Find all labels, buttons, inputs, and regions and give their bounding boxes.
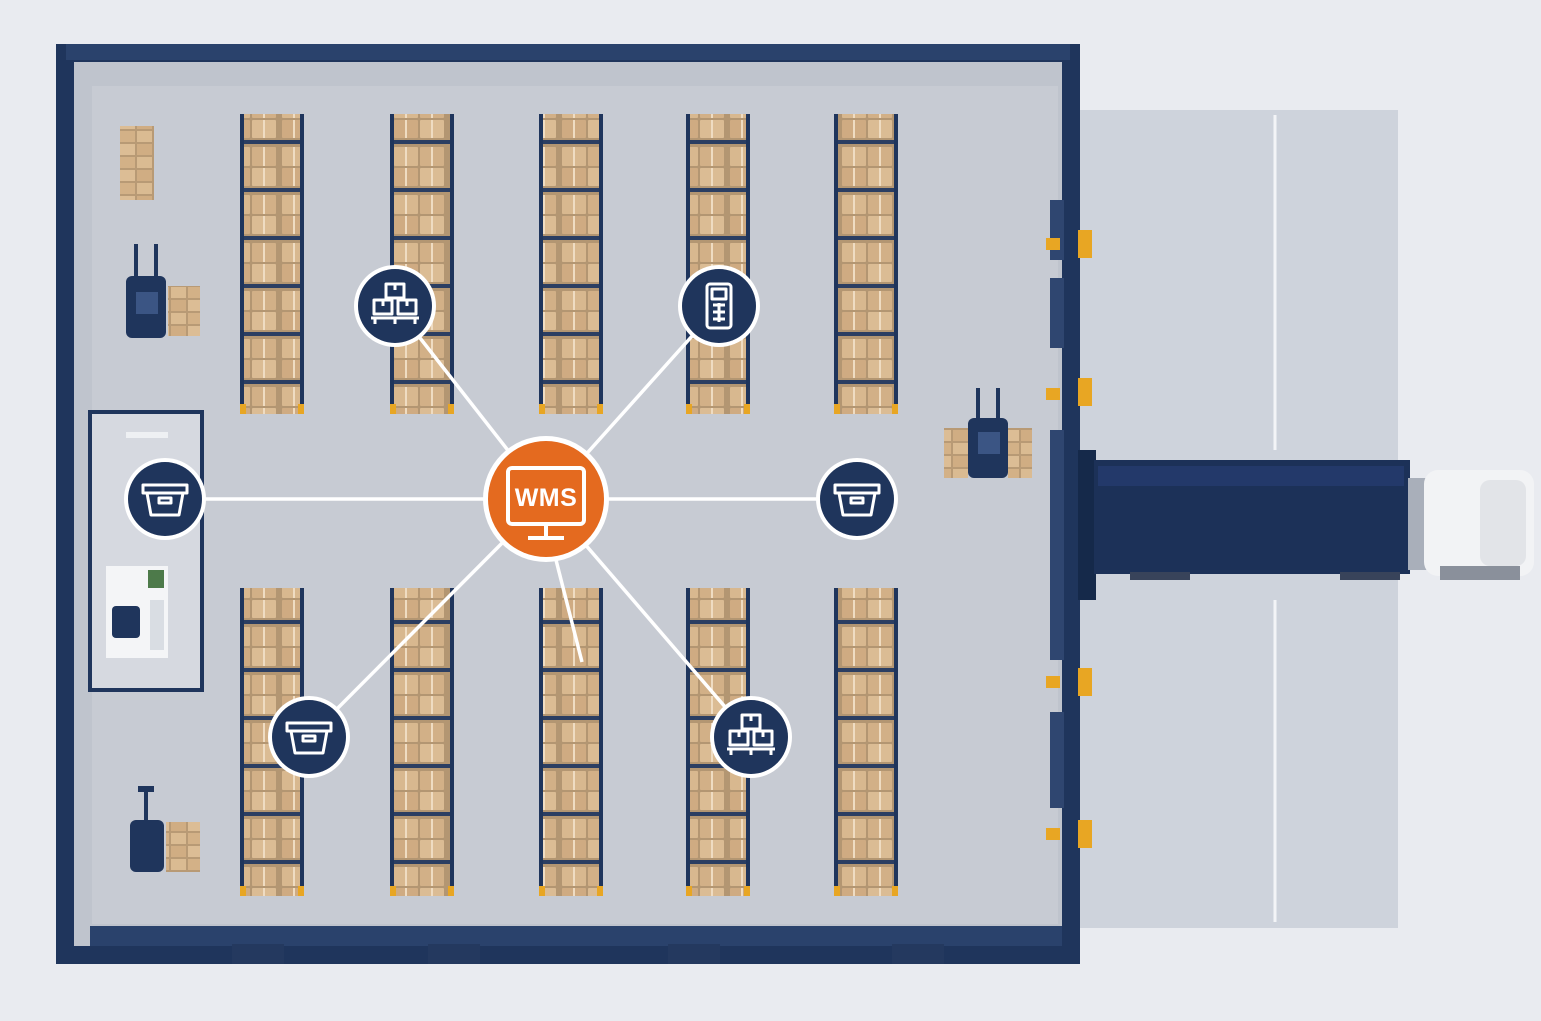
dock-doors <box>1046 200 1092 848</box>
wall-pillar <box>668 944 720 964</box>
hub-label: WMS <box>514 484 578 512</box>
pallet-boxes-icon <box>727 713 775 755</box>
forklift <box>944 388 1032 478</box>
wall-pillar <box>428 944 480 964</box>
handheld-node <box>678 265 760 347</box>
storage-rack <box>539 114 603 414</box>
office-room <box>88 410 204 692</box>
storage-rack <box>686 114 750 414</box>
storage-rack <box>390 588 454 896</box>
storage-rack <box>834 588 898 896</box>
storage-rack <box>539 588 603 896</box>
bin-node-left <box>124 458 206 540</box>
storage-bin-icon <box>285 721 333 755</box>
pallet-boxes-icon <box>371 282 419 324</box>
storage-bin-icon <box>141 483 189 517</box>
handheld-scanner-icon <box>705 282 733 330</box>
wms-hub <box>483 436 609 562</box>
storage-rack <box>834 114 898 414</box>
pallet-node-top <box>354 265 436 347</box>
monitor-icon <box>506 466 586 540</box>
pallet-node-bottom <box>710 696 792 778</box>
pallet-jack <box>130 786 200 872</box>
top-wall-cap <box>66 44 1070 60</box>
truck <box>1078 450 1534 600</box>
storage-bin-icon <box>833 483 881 517</box>
forklift <box>126 244 200 338</box>
wall-pillar <box>232 944 284 964</box>
bottom-wall-cap <box>90 926 1062 946</box>
pallet-stack <box>120 126 154 200</box>
wall-pillar <box>892 944 944 964</box>
connector-line <box>554 559 584 663</box>
bin-node-right <box>816 458 898 540</box>
bin-node-bottom <box>268 696 350 778</box>
storage-rack <box>240 114 304 414</box>
